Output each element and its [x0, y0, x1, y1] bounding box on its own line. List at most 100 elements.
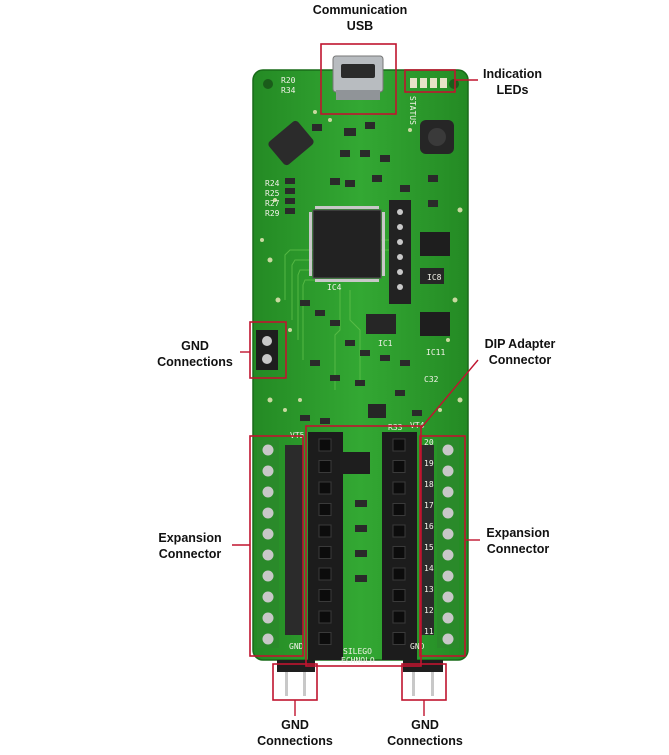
dip-socket-hole	[392, 632, 406, 645]
label-dip-line2: Connector	[488, 353, 552, 367]
expansion-pin	[262, 612, 274, 624]
label-exp-left-line1: Expansion	[158, 531, 222, 545]
silk-ic4: IC4	[327, 283, 342, 292]
highlight-dip	[305, 425, 422, 667]
silk-ic11: IC11	[426, 348, 445, 357]
pin-number: 17	[424, 501, 434, 510]
silk-r24: R24	[265, 179, 280, 188]
crystal	[268, 120, 314, 166]
pin-number: 16	[424, 522, 434, 531]
ic1-chip	[366, 314, 396, 334]
expansion-pin	[262, 633, 274, 645]
label-exp-right-line2: Connector	[486, 542, 550, 556]
silk-brand-1: SILEGO	[343, 647, 372, 656]
pin-number: 18	[424, 480, 434, 489]
label-gnd-connections-left: GND Connections	[150, 338, 240, 370]
dip-socket-hole	[318, 589, 332, 602]
dip-socket-hole	[392, 546, 406, 559]
dip-socket-hole	[318, 503, 332, 516]
dip-socket-hole	[392, 567, 406, 581]
expansion-pin	[442, 591, 454, 603]
silk-gnd-left: GND	[289, 642, 304, 651]
silk-c32: C32	[424, 375, 439, 384]
dip-socket-hole	[318, 460, 332, 473]
regulator	[420, 312, 450, 336]
label-gnd-left-line1: GND	[181, 339, 209, 353]
ic-small	[368, 404, 386, 418]
label-exp-left-line2: Connector	[158, 547, 222, 561]
silk-r25: R25	[265, 189, 280, 198]
label-gnd-br-line1: GND	[411, 718, 439, 732]
dip-socket-hole	[318, 481, 332, 495]
dip-socket-hole	[392, 610, 406, 624]
dip-socket-hole	[318, 546, 332, 559]
label-leds-line2: LEDs	[496, 83, 529, 97]
label-gnd-connections-bottom-right: GND Connections	[380, 717, 470, 749]
mcu-chip	[312, 209, 382, 279]
dip-socket-hole	[392, 524, 406, 538]
dip-socket-hole	[392, 589, 406, 602]
highlight-leds	[404, 69, 456, 93]
label-expansion-connector-left: Expansion Connector	[150, 530, 230, 562]
expansion-pin	[262, 507, 274, 519]
expansion-pin	[442, 612, 454, 624]
pin-number: 11	[424, 627, 434, 636]
label-indication-leds: Indication LEDs	[470, 66, 555, 98]
mount-hole	[449, 79, 459, 89]
label-gnd-bl-line1: GND	[281, 718, 309, 732]
label-usb-line2: USB	[346, 19, 374, 33]
silk-r33: R33	[388, 423, 403, 432]
pin-number: 19	[424, 459, 434, 468]
expansion-pin	[442, 570, 454, 582]
silk-r29: R29	[265, 209, 280, 218]
mount-hole	[263, 79, 273, 89]
dip-socket-hole	[318, 567, 332, 581]
expansion-pin	[442, 465, 454, 477]
expansion-pin	[442, 486, 454, 498]
highlight-gnd-left	[249, 321, 287, 379]
pin-number: 20	[424, 438, 434, 447]
mcu-pins	[309, 206, 385, 282]
dip-socket-hole	[392, 438, 406, 452]
pin-number: 15	[424, 543, 434, 552]
dip-socket-hole	[318, 438, 332, 452]
dip-socket-hole	[392, 503, 406, 516]
pin-number: 14	[424, 564, 434, 573]
resistor-array-right	[420, 445, 434, 635]
silk-r27: R27	[265, 199, 280, 208]
silk-r20: R20	[281, 76, 296, 85]
inductor-core	[428, 128, 446, 146]
highlight-usb	[320, 43, 397, 115]
ic8-chip	[420, 268, 444, 284]
gnd-pins-bottom-right	[403, 660, 443, 696]
expansion-pin	[262, 528, 274, 540]
pin-header-vertical	[389, 200, 411, 304]
regulator	[420, 232, 450, 256]
dip-socket-hole	[318, 610, 332, 624]
label-expansion-connector-right: Expansion Connector	[478, 525, 558, 557]
label-gnd-connections-bottom-left: GND Connections	[250, 717, 340, 749]
leader-dip	[420, 359, 479, 429]
label-gnd-bl-line2: Connections	[257, 734, 333, 748]
silk-status: STATUS	[408, 96, 417, 125]
expansion-pin	[262, 549, 274, 561]
label-exp-right-line1: Expansion	[486, 526, 550, 540]
pin-number: 12	[424, 606, 434, 615]
expansion-pin	[262, 486, 274, 498]
pin-number: 13	[424, 585, 434, 594]
silk-brand-2: ECHNOLO	[341, 656, 375, 665]
dip-socket-hole	[392, 460, 406, 473]
expansion-pin	[442, 549, 454, 561]
silk-ic1: IC1	[378, 339, 393, 348]
highlight-expansion-left	[249, 435, 304, 657]
dip-socket-hole	[318, 524, 332, 538]
expansion-pin	[262, 465, 274, 477]
resistor-array-left	[285, 445, 303, 635]
gnd-header-left	[256, 330, 278, 370]
expansion-pin	[442, 444, 454, 456]
dip-socket-hole	[318, 632, 332, 645]
expansion-pin	[442, 633, 454, 645]
highlight-expansion-right	[419, 435, 466, 657]
label-leds-line1: Indication	[482, 67, 543, 81]
